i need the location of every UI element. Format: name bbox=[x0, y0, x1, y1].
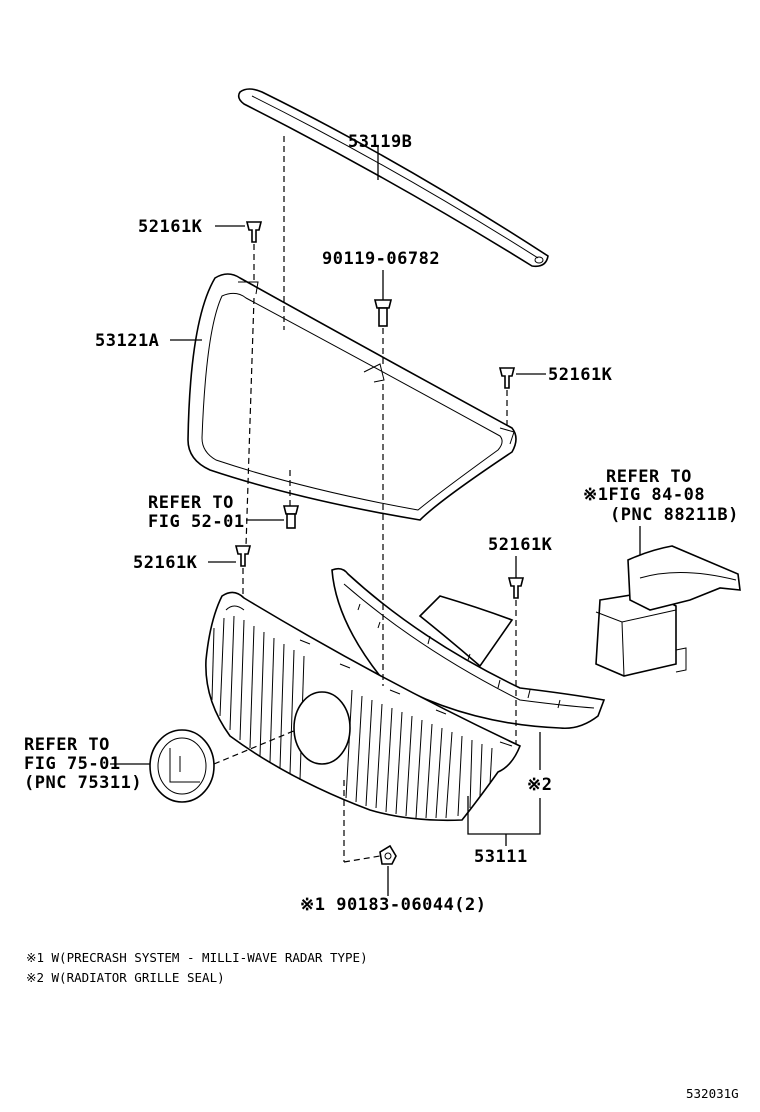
refer-84-line3: (PNC 88211B) bbox=[610, 505, 739, 525]
label-53111: 53111 bbox=[474, 847, 528, 867]
note-seal: ※2 W(RADIATOR GRILLE SEAL) bbox=[26, 970, 225, 985]
label-clip-upper-left: 52161K bbox=[138, 217, 203, 237]
grille-frame-part bbox=[187, 273, 517, 521]
refer-75-line3: (PNC 75311) bbox=[24, 773, 142, 793]
label-clip-lower-left: 52161K bbox=[133, 553, 198, 573]
upper-molding-part bbox=[237, 88, 549, 268]
radar-sensor-part bbox=[595, 545, 741, 677]
radiator-grille-part bbox=[205, 591, 522, 822]
label-53119B: 53119B bbox=[348, 132, 412, 152]
clip-lower-right-icon bbox=[507, 577, 525, 599]
note-precrash: ※1 W(PRECRASH SYSTEM - MILLI-WAVE RADAR … bbox=[26, 950, 368, 965]
lexus-emblem-icon bbox=[149, 729, 215, 803]
label-clip-right: 52161K bbox=[548, 365, 613, 385]
emblem-opening bbox=[293, 691, 351, 765]
label-clip-lower-right: 52161K bbox=[488, 535, 553, 555]
bracket-53111 bbox=[467, 796, 541, 846]
grille-slats bbox=[211, 615, 493, 819]
refer-84-line2: ※1FIG 84-08 bbox=[583, 485, 705, 505]
screw-icon bbox=[282, 505, 300, 529]
clip-lower-left-icon bbox=[234, 545, 252, 567]
bolt-icon bbox=[373, 299, 393, 327]
alignment-dashed-lines bbox=[213, 136, 517, 863]
label-53121A: 53121A bbox=[95, 331, 159, 351]
refer-52-line1: REFER TO bbox=[148, 493, 234, 513]
refer-75-line1: REFER TO bbox=[24, 735, 110, 755]
clip-right-icon bbox=[498, 367, 516, 389]
label-nut: ※1 90183-06044(2) bbox=[300, 895, 487, 915]
nut-icon bbox=[379, 844, 397, 865]
refer-52-line2: FIG 52-01 bbox=[148, 512, 245, 532]
label-seal-mark: ※2 bbox=[527, 775, 552, 795]
clip-upper-left-icon bbox=[245, 221, 263, 243]
refer-75-line2: FIG 75-01 bbox=[24, 754, 121, 774]
label-bolt: 90119-06782 bbox=[322, 249, 440, 269]
figure-code: 532031G bbox=[686, 1086, 739, 1101]
refer-84-line1: REFER TO bbox=[606, 467, 692, 487]
